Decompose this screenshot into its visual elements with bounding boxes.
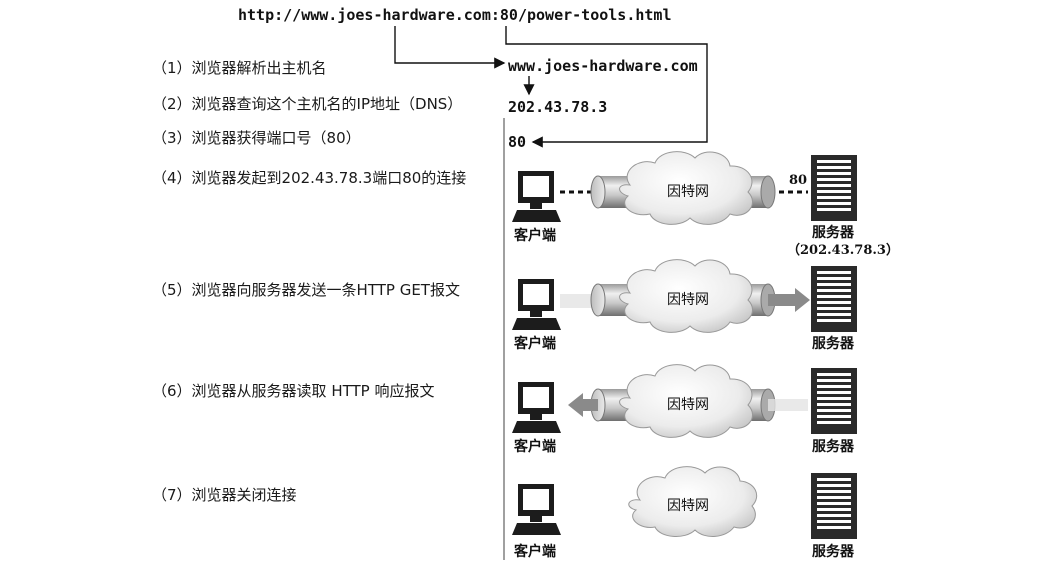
row-response: 因特网 [568,364,808,438]
step-2-text: （2）浏览器查询这个主机名的IP地址（DNS） [152,95,463,113]
server-icon [811,473,857,539]
step-7-text: （7）浏览器关闭连接 [152,486,297,504]
client-label: 客户端 [513,335,556,352]
row-close: 因特网 [628,466,758,537]
row-request: 因特网 [560,259,810,333]
svg-text:因特网: 因特网 [667,498,709,514]
client-computer-icon [512,171,561,222]
row-connect: 因特网 80 [560,151,808,225]
step-6-text: （6）浏览器从服务器读取 HTTP 响应报文 [152,382,435,400]
port-label: 80 [789,173,807,188]
svg-text:因特网: 因特网 [667,292,709,308]
server-label: 服务器 [812,335,855,352]
resolved-ip-address: 202.43.78.3 [508,98,608,116]
internet-label: 因特网 [667,184,709,200]
server-icon [811,155,857,221]
step-3-text: （3）浏览器获得端口号（80） [152,129,361,147]
server-label: 服务器 [812,438,855,455]
step-1-text: （1）浏览器解析出主机名 [152,59,327,77]
client-computer-icon [512,279,561,330]
step-5-text: （5）浏览器向服务器发送一条HTTP GET报文 [152,281,460,299]
server-label: 服务器 [812,224,855,241]
resolved-hostname: www.joes-hardware.com [508,57,698,75]
server-ip-label: （202.43.78.3） [787,242,899,258]
client-computer-icon [512,382,561,433]
svg-text:因特网: 因特网 [667,397,709,413]
client-computer-icon [512,484,561,535]
server-label: 服务器 [812,543,855,560]
request-url: http://www.joes-hardware.com:80/power-to… [238,6,672,24]
step-4-text: （4）浏览器发起到202.43.78.3端口80的连接 [152,169,467,187]
client-label: 客户端 [513,438,556,455]
server-icon [811,368,857,434]
resolved-port: 80 [508,133,527,151]
server-icon [811,266,857,332]
client-label: 客户端 [513,227,556,244]
client-label: 客户端 [513,543,556,560]
internet-cloud [619,151,753,225]
parsing-arrows [394,26,708,148]
